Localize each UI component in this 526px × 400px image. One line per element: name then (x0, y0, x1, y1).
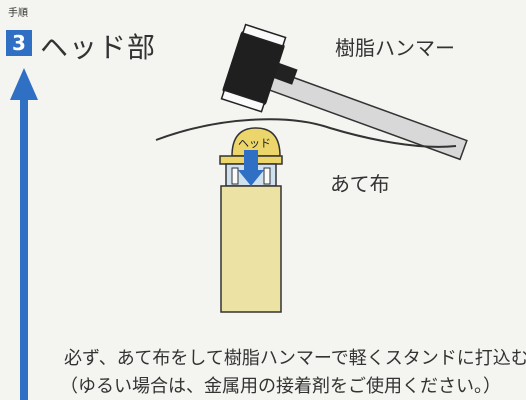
cloth-line (155, 118, 457, 148)
instruction-line-1: 必ず、あて布をして樹脂ハンマーで軽くスタンドに打込む。 (64, 348, 526, 369)
cloth-label: あて布 (330, 172, 390, 196)
head-label: ヘッド (238, 137, 271, 150)
step-kicker: 手順 (8, 8, 28, 19)
vertical-arrow-icon (10, 68, 38, 400)
stand-illustration (219, 127, 283, 313)
step-title: ヘッド部 (40, 31, 157, 64)
hammer-label: 樹脂ハンマー (335, 36, 455, 60)
resin-hammer-illustration (220, 23, 468, 161)
instruction-line-2: （ゆるい場合は、金属用の接着剤をご使用ください。） (60, 376, 501, 397)
step-number-badge: 3 (6, 30, 32, 56)
